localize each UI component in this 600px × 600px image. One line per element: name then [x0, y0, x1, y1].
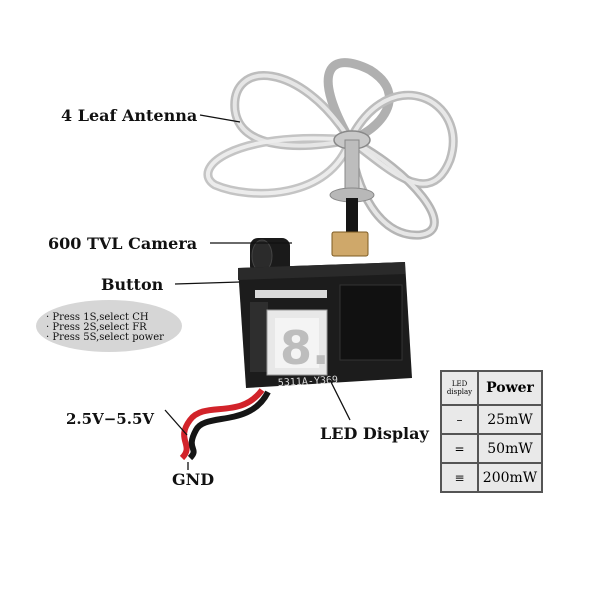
led-symbol: =	[440, 433, 479, 464]
table-row: = 50mW	[440, 433, 543, 464]
table-row: – 25mW	[440, 404, 543, 435]
power-value: 25mW	[477, 404, 543, 435]
gnd-label: GND	[172, 470, 215, 489]
power-table: LED display Power – 25mW = 50mW ≡ 200mW	[440, 370, 543, 493]
led-symbol: –	[440, 404, 479, 435]
bubble-line: · Press 2S,select FR	[46, 322, 147, 333]
camera-label: 600 TVL Camera	[48, 234, 198, 253]
antenna-hub	[329, 130, 375, 203]
leader-lines	[164, 114, 351, 470]
antenna-connector	[331, 231, 369, 257]
wire-red	[179, 388, 265, 461]
power-value: 200mW	[477, 462, 543, 493]
led-display-label: LED Display	[320, 424, 429, 443]
led-symbol: ≡	[440, 462, 479, 493]
table-row: ≡ 200mW	[440, 462, 543, 493]
pcb-silkscreen: 5311A-Y369	[278, 375, 339, 389]
led-display	[266, 309, 328, 376]
voltage-label: 2.5V−5.5V	[66, 410, 155, 428]
button-info-text: · Press 1S,select CH · Press 2S,select F…	[46, 313, 164, 343]
bubble-line: · Press 1S,select CH	[46, 312, 149, 323]
power-table-header: LED display Power	[440, 370, 543, 406]
power-value: 50mW	[477, 433, 543, 464]
antenna	[203, 58, 458, 240]
camera-lens	[250, 238, 290, 274]
antenna-cable	[346, 198, 358, 238]
header-led-display: LED display	[440, 370, 479, 406]
header-power: Power	[477, 370, 543, 406]
led-digit: 8.	[280, 321, 329, 375]
wire-black	[187, 390, 271, 461]
button-label: Button	[101, 275, 164, 294]
button-info-bubble	[36, 300, 182, 352]
bubble-line: · Press 5S,select power	[46, 332, 164, 343]
antenna-label: 4 Leaf Antenna	[61, 106, 198, 125]
